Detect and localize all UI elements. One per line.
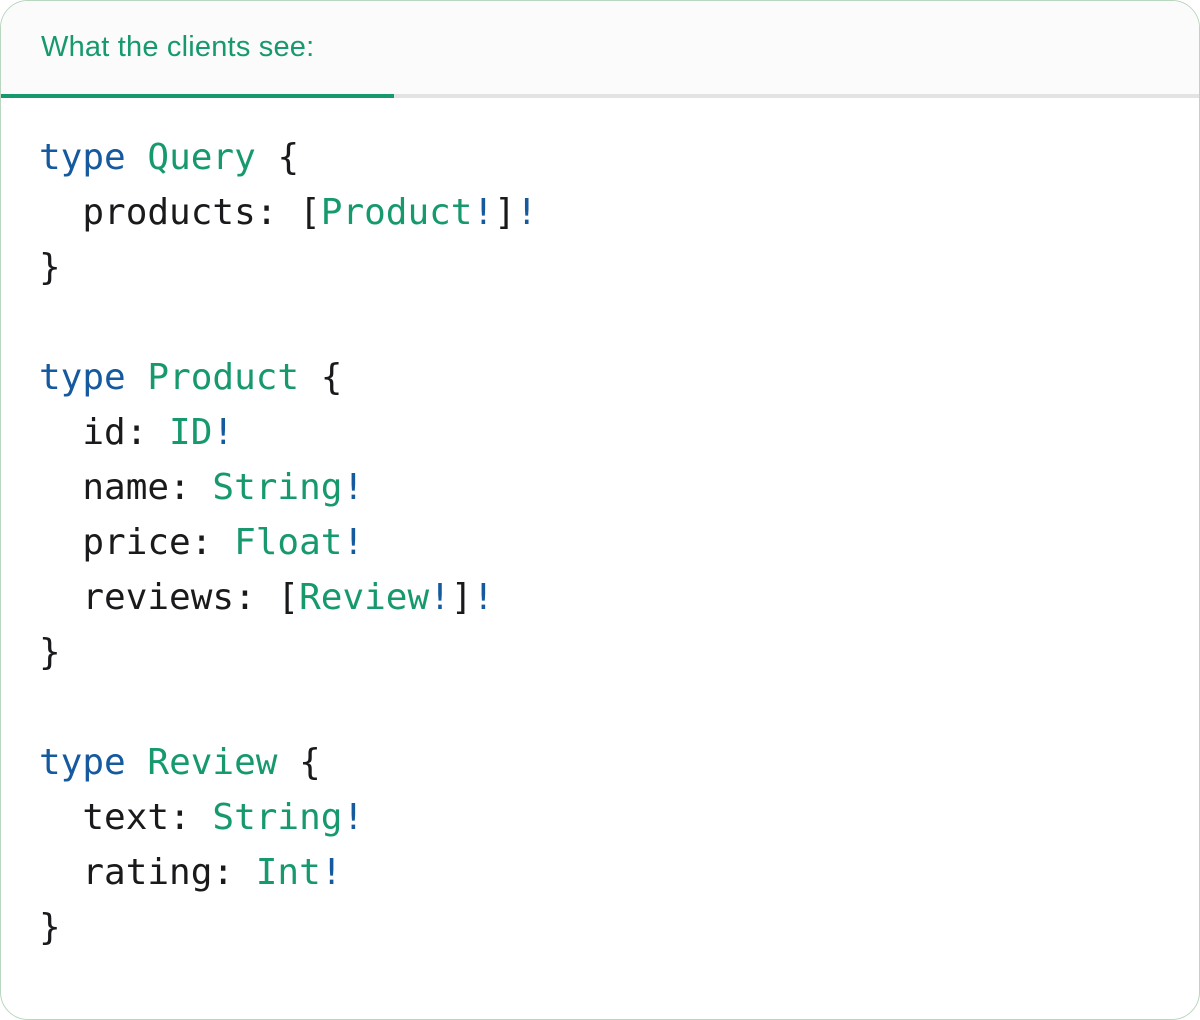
code-line: id: ID! (39, 412, 235, 453)
code-line: type Query { (39, 137, 300, 178)
code-line (39, 295, 1159, 350)
active-tab-indicator (1, 94, 394, 98)
code-line: type Review { (39, 742, 321, 783)
code-line (39, 680, 1159, 735)
code-line: } (39, 247, 61, 288)
code-line: reviews: [Review!]! (39, 577, 495, 618)
code-line: } (39, 907, 61, 948)
code-line: price: Float! (39, 522, 365, 563)
panel-header: What the clients see: (1, 1, 1199, 98)
code-line: } (39, 632, 61, 673)
code-line: type Product { (39, 357, 343, 398)
code-line: rating: Int! (39, 852, 343, 893)
tab-what-clients-see[interactable]: What the clients see: (41, 1, 314, 94)
code-block: type Query { products: [Product!]!} type… (39, 130, 1159, 955)
tab-label: What the clients see: (41, 31, 315, 63)
code-area: type Query { products: [Product!]!} type… (1, 98, 1199, 995)
code-line: products: [Product!]! (39, 192, 538, 233)
code-line: text: String! (39, 797, 365, 838)
code-line: name: String! (39, 467, 365, 508)
